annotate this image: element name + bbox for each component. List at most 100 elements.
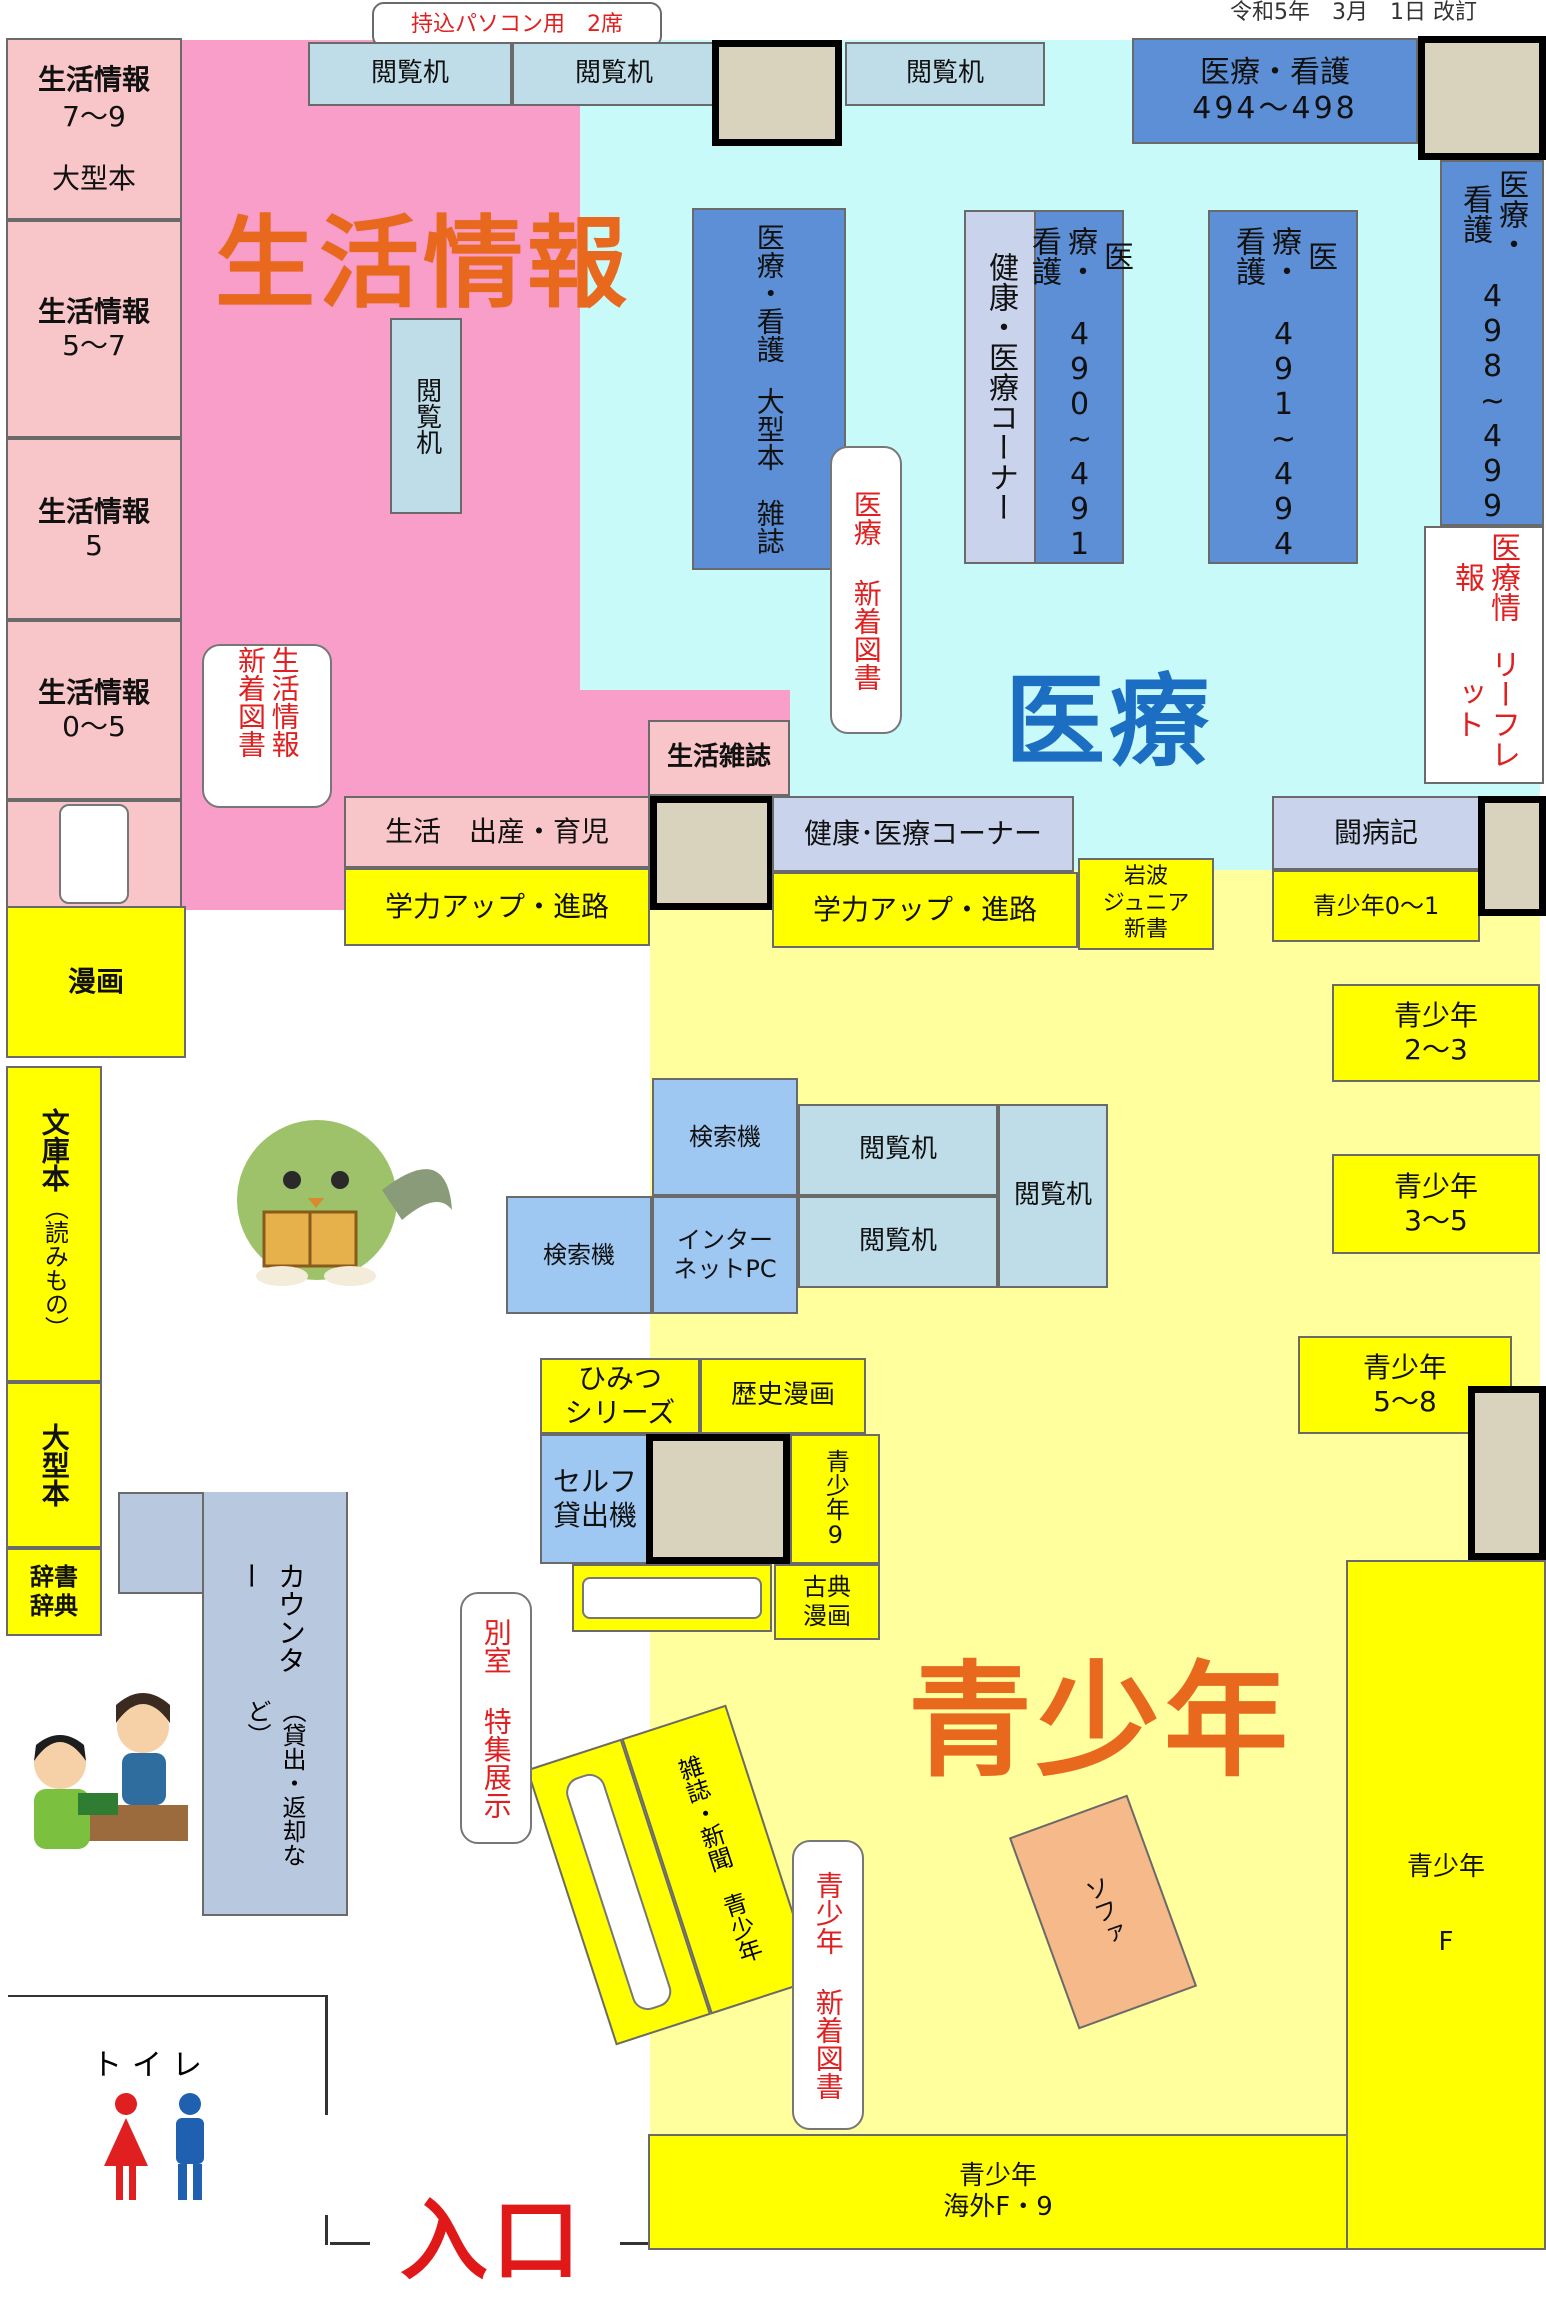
- shelf-study-up-2: 学力アップ・進路: [772, 872, 1078, 948]
- display-stand: [59, 804, 129, 904]
- shelf-sub: 大型本: [51, 161, 136, 195]
- pc-label: インター: [677, 1226, 773, 1255]
- staff-illustration: [34, 1693, 188, 1849]
- search-terminal-1: 検索機: [652, 1078, 798, 1196]
- zone-title-youth: 青少年: [908, 1650, 1293, 1794]
- zone-title-lifestyle: 生活情報: [215, 205, 631, 322]
- shelf-label: 辞典: [30, 1592, 78, 1620]
- shelf-lifestyle-5-7: 生活情報 5～7: [6, 220, 182, 438]
- shelf-range: 3～5: [1404, 1204, 1468, 1237]
- shelf-iwanami-junior: 岩波 ジュニア 新書: [1078, 858, 1214, 950]
- special-exhibit-table: [572, 1564, 772, 1632]
- checkout-label: セルフ: [552, 1465, 637, 1499]
- shelf-label: 青少年: [1362, 1351, 1447, 1385]
- shelf-medical-large-magazines: 医療・看護 大型本 雑誌: [692, 208, 846, 570]
- shelf-health-medical-corner: 健康･医療コーナー: [772, 796, 1074, 872]
- shelf-label: ひみつ: [577, 1362, 662, 1396]
- shelf-label: 生活情報: [37, 295, 150, 329]
- zone-title-medical: 医療: [1005, 663, 1213, 780]
- callout-annex-exhibit: 別室 特集展示: [460, 1592, 532, 1844]
- shelf-label: 医療・看護: [752, 223, 786, 363]
- mascot-illustration: [237, 1120, 452, 1286]
- toilet-wall-top: [8, 1995, 328, 1997]
- shelf-range: 490~491: [1062, 317, 1097, 562]
- shelf-label: 医療・看護: [1026, 225, 1133, 286]
- shelf-illness-memoirs: 闘病記: [1272, 796, 1480, 870]
- shelf-youth-overseas: 青少年 海外F・9: [648, 2134, 1348, 2250]
- shelf-label: 青少年: [958, 2160, 1037, 2191]
- shelf-range: 494～498: [1192, 91, 1358, 126]
- shelf-manga: 漫画: [6, 906, 186, 1058]
- pillar: [1478, 796, 1546, 916]
- callout-youth-new-books: 青少年 新着図書: [792, 1840, 864, 2130]
- medical-leaflet-rack: 医療情報 リーフレット: [1424, 526, 1544, 784]
- pc-label: ネットPC: [673, 1255, 777, 1283]
- shelf-range: F: [1438, 1927, 1454, 1957]
- shelf-label: 辞書: [30, 1563, 78, 1592]
- pc-seats-tag: 持込パソコン用 2席: [372, 2, 662, 48]
- counter-title: カウンター: [234, 1562, 307, 1674]
- counter-sub: （貸出・返却など）: [243, 1699, 306, 1868]
- shelf-dictionaries: 辞書 辞典: [6, 1548, 102, 1636]
- shelf-range: 7～9: [62, 100, 126, 134]
- shelf-lifestyle-new-display: [6, 800, 182, 908]
- pillar: [1468, 1386, 1546, 1560]
- reading-desk-center-2: 閲覧机: [798, 1196, 998, 1288]
- shelf-range: 海外F・9: [943, 2192, 1053, 2222]
- checkout-label: 貸出機: [552, 1499, 637, 1532]
- shelf-range: 498~499: [1475, 279, 1510, 524]
- shelf-medical-490-491: 医療・看護 490~491: [1026, 210, 1133, 564]
- shelf-label: シリーズ: [564, 1396, 676, 1429]
- shelf-youth-2-3: 青少年 2～3: [1332, 984, 1540, 1082]
- reading-desk-center-1: 閲覧机: [798, 1104, 998, 1196]
- shelf-label: 医療・看護: [1230, 225, 1337, 286]
- shelf-lifestyle-5: 生活情報 5: [6, 438, 182, 620]
- pillar: [712, 40, 842, 146]
- leaflet-label: 医療情報: [1449, 531, 1520, 622]
- reading-desk-top-2: 閲覧机: [512, 42, 716, 106]
- shelf-label: 生活情報: [37, 676, 150, 710]
- counter-label: カウンター （貸出・返却など）: [230, 1562, 310, 1902]
- shelf-label: 漫画: [803, 1602, 851, 1630]
- toilet-label: トイレ: [92, 2048, 212, 2083]
- shelf-youth-3-5: 青少年 3～5: [1332, 1154, 1540, 1254]
- shelf-label: 医療・看護: [1457, 168, 1528, 259]
- counter-body: [202, 1492, 348, 1916]
- toilet-wall: [325, 1995, 328, 2115]
- shelf-range: 5～7: [62, 329, 126, 362]
- shelf-medical-491-494: 医療・看護 491~494: [1208, 210, 1358, 564]
- shelf-youth-9: 青少年9: [790, 1434, 880, 1564]
- shelf-range: 5: [85, 529, 103, 562]
- pillar: [650, 796, 774, 910]
- shelf-label: 生活情報: [37, 62, 150, 96]
- reading-desk-center-3: 閲覧机: [998, 1104, 1108, 1288]
- entrance-label: 入口: [400, 2189, 585, 2292]
- shelf-history-manga: 歴史漫画: [700, 1358, 866, 1434]
- exhibit-slot: [582, 1577, 762, 1619]
- shelf-label: 岩波: [1123, 864, 1168, 890]
- shelf-sub: （読みもの）: [40, 1196, 69, 1340]
- shelf-sub: 大型本 雑誌: [752, 387, 786, 555]
- callout-lifestyle-new-books: 生活情報 新着図書: [202, 644, 332, 808]
- shelf-birth-childcare: 生活 出産・育児: [344, 796, 650, 868]
- shelf-label: 文庫本: [37, 1108, 71, 1192]
- reading-desk-top-3: 閲覧机: [845, 42, 1045, 106]
- shelf-large-print: 大型本: [6, 1382, 102, 1548]
- shelf-lifestyle-0-5: 生活情報 0～5: [6, 620, 182, 800]
- shelf-classic-manga: 古典 漫画: [774, 1564, 880, 1640]
- shelf-medical-494-498: 医療・看護 494～498: [1132, 38, 1418, 144]
- shelf-medical-498-499: 医療・看護 498~499: [1440, 160, 1544, 526]
- shelf-paperbacks: 文庫本 （読みもの）: [6, 1066, 102, 1382]
- leaflet-sub: リーフレット: [1449, 648, 1520, 769]
- shelf-range: 5～8: [1373, 1385, 1437, 1418]
- revision-date: 令和5年 3月 1日 改訂: [1230, 0, 1477, 25]
- internet-pc: インター ネットPC: [652, 1196, 798, 1314]
- service-counter: カウンター （貸出・返却など）: [118, 1492, 348, 1916]
- search-terminal-2: 検索機: [506, 1196, 652, 1314]
- shelf-study-up-1: 学力アップ・進路: [344, 868, 650, 946]
- pillar: [1418, 36, 1546, 160]
- shelf-lifestyle-7-9: 生活情報 7～9 大型本: [6, 38, 182, 220]
- self-checkout: セルフ 貸出機: [540, 1434, 650, 1564]
- reading-desk-top-1: 閲覧机: [308, 42, 512, 106]
